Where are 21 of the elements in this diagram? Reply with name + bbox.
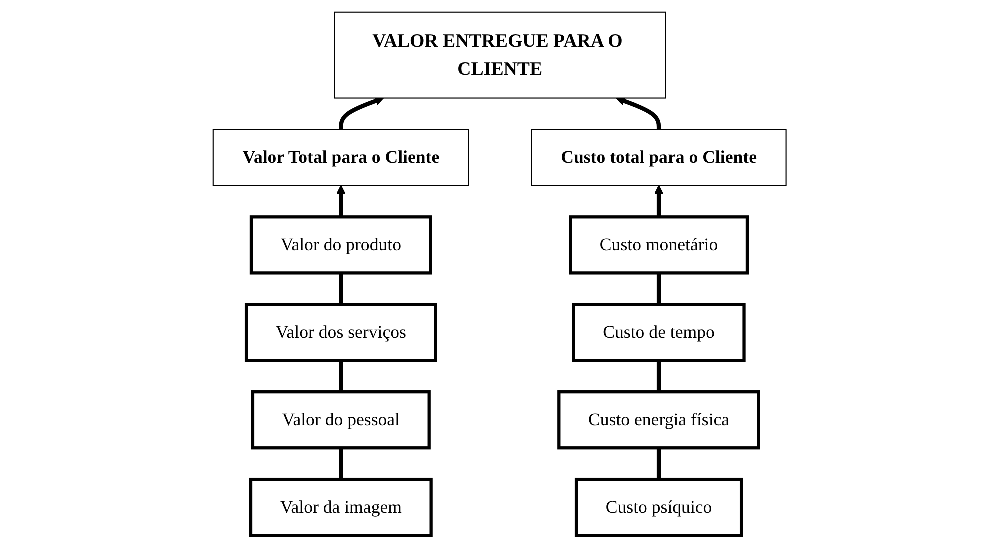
arrow [616,96,662,130]
arrow [336,185,346,218]
connector [657,273,662,305]
node-box: Custo energia física [558,390,761,450]
connector [339,360,344,392]
arrow [339,96,384,130]
node-box: Custo total para o Cliente [531,129,787,186]
node-box: Custo psíquico [575,478,744,538]
node-box: Custo de tempo [572,303,746,362]
connector [657,448,662,480]
node-box: Valor dos serviços [245,303,438,362]
connector [339,448,344,480]
node-box: Valor Total para o Cliente [213,129,470,186]
node-box: Custo monetário [569,216,750,275]
connector [657,360,662,392]
node-box: VALOR ENTREGUE PARA O CLIENTE [334,12,666,99]
node-box: Valor da imagem [250,478,434,538]
connector [339,273,344,305]
node-box: Valor do produto [250,216,433,275]
arrow [654,185,664,218]
node-box: Valor do pessoal [252,390,432,450]
